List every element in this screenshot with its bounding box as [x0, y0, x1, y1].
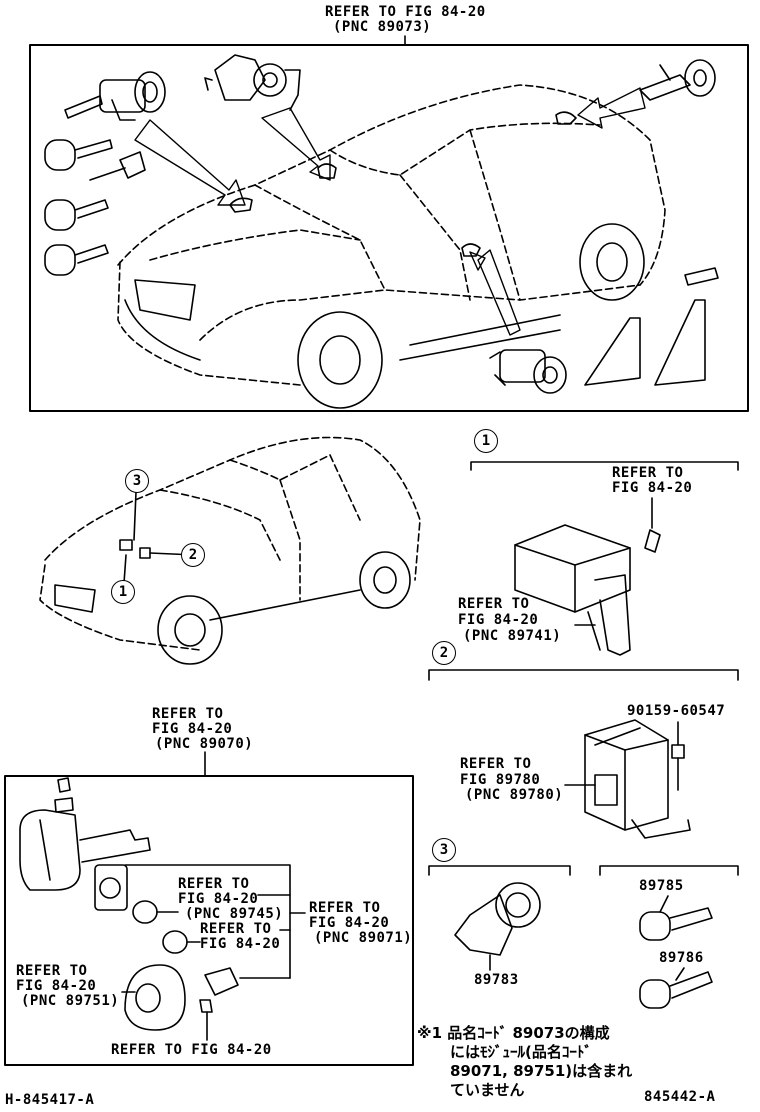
cover-part	[204, 967, 239, 996]
ks-ref-a-2: FIG 84-20	[178, 891, 259, 907]
remote-key	[124, 964, 186, 1031]
ks-ref-c-3: (PNC 89071)	[314, 930, 413, 946]
note-line-4: ていません	[450, 1081, 525, 1099]
top-ref-line2: (PNC 89073)	[333, 19, 432, 35]
ks-ref-d-2: FIG 84-20	[16, 978, 97, 994]
key-89785	[639, 907, 713, 941]
section-3-badge: 3	[432, 838, 456, 862]
ignition-lock-top-center	[204, 54, 301, 111]
ks-ref-d-3: (PNC 89751)	[21, 993, 120, 1009]
ring-part	[162, 930, 188, 954]
note-line-3: 89071, 89751)は含まれ	[450, 1062, 633, 1080]
ecu-module-2	[584, 719, 691, 839]
callout-3: 3	[125, 469, 149, 493]
s1-ecu-ref-3: (PNC 89741)	[463, 628, 562, 644]
ks-ref-bottom: REFER TO FIG 84-20	[111, 1042, 272, 1058]
ks-ref-d-1: REFER TO	[16, 963, 88, 979]
note-line-1: ※1 品名ｺｰﾄﾞ 89073の構成	[417, 1024, 610, 1042]
door-lock-cylinder-lower	[489, 349, 567, 394]
ks-top-ref-3: (PNC 89070)	[155, 736, 254, 752]
s1-bolt-ref-2: FIG 84-20	[612, 480, 693, 496]
ks-top-ref-2: FIG 84-20	[152, 721, 233, 737]
door-lock-cylinder-top-left	[64, 71, 166, 121]
top-frame	[29, 44, 749, 412]
ks-ref-b-2: FIG 84-20	[200, 936, 281, 952]
note-line-2: にはﾓｼﾞｭｰﾙ(品名ｺｰﾄﾞ	[450, 1043, 592, 1061]
ks-top-ref-1: REFER TO	[152, 706, 224, 722]
s3-part-key2: 89786	[659, 950, 704, 966]
master-key	[19, 777, 151, 891]
top-car-outline	[117, 84, 666, 386]
section-1-badge: 1	[474, 429, 498, 453]
footer-left-code: H-845417-A	[5, 1092, 95, 1108]
key-set-frame	[4, 775, 414, 1066]
key-89786	[639, 971, 713, 1009]
ecu-module-1	[514, 524, 631, 656]
middle-car-solid	[54, 551, 411, 665]
s3-part-key1: 89785	[639, 878, 684, 894]
top-car-solid	[124, 223, 645, 409]
transponder-chip	[94, 864, 128, 911]
s3-part-ring: 89783	[474, 972, 519, 988]
s2-ref-3: (PNC 89780)	[465, 787, 564, 803]
cap-part	[132, 900, 158, 924]
s1-ecu-ref-2: FIG 84-20	[458, 612, 539, 628]
top-ref-line1: REFER TO FIG 84-20	[325, 4, 486, 20]
s1-ecu-ref-1: REFER TO	[458, 596, 530, 612]
section-2-badge: 2	[432, 641, 456, 665]
keys-top-left	[44, 139, 146, 276]
callout-2: 2	[181, 543, 205, 567]
s2-ref-1: REFER TO	[460, 756, 532, 772]
transponder-ring	[454, 882, 541, 956]
middle-car-outline	[39, 436, 421, 651]
ks-ref-c-1: REFER TO	[309, 900, 381, 916]
top-arrows	[134, 87, 646, 336]
s2-bolt-part: 90159-60547	[627, 703, 726, 719]
ks-ref-c-2: FIG 84-20	[309, 915, 390, 931]
ks-ref-a-3: (PNC 89745)	[185, 906, 284, 922]
ks-ref-b-1: REFER TO	[200, 921, 272, 937]
ks-ref-a-1: REFER TO	[178, 876, 250, 892]
s1-bolt-ref-1: REFER TO	[612, 465, 684, 481]
callout-1: 1	[111, 580, 135, 604]
footer-right-code: 845442-A	[644, 1089, 716, 1105]
door-lock-cylinder-top-right	[639, 59, 716, 101]
s2-ref-2: FIG 89780	[460, 772, 541, 788]
